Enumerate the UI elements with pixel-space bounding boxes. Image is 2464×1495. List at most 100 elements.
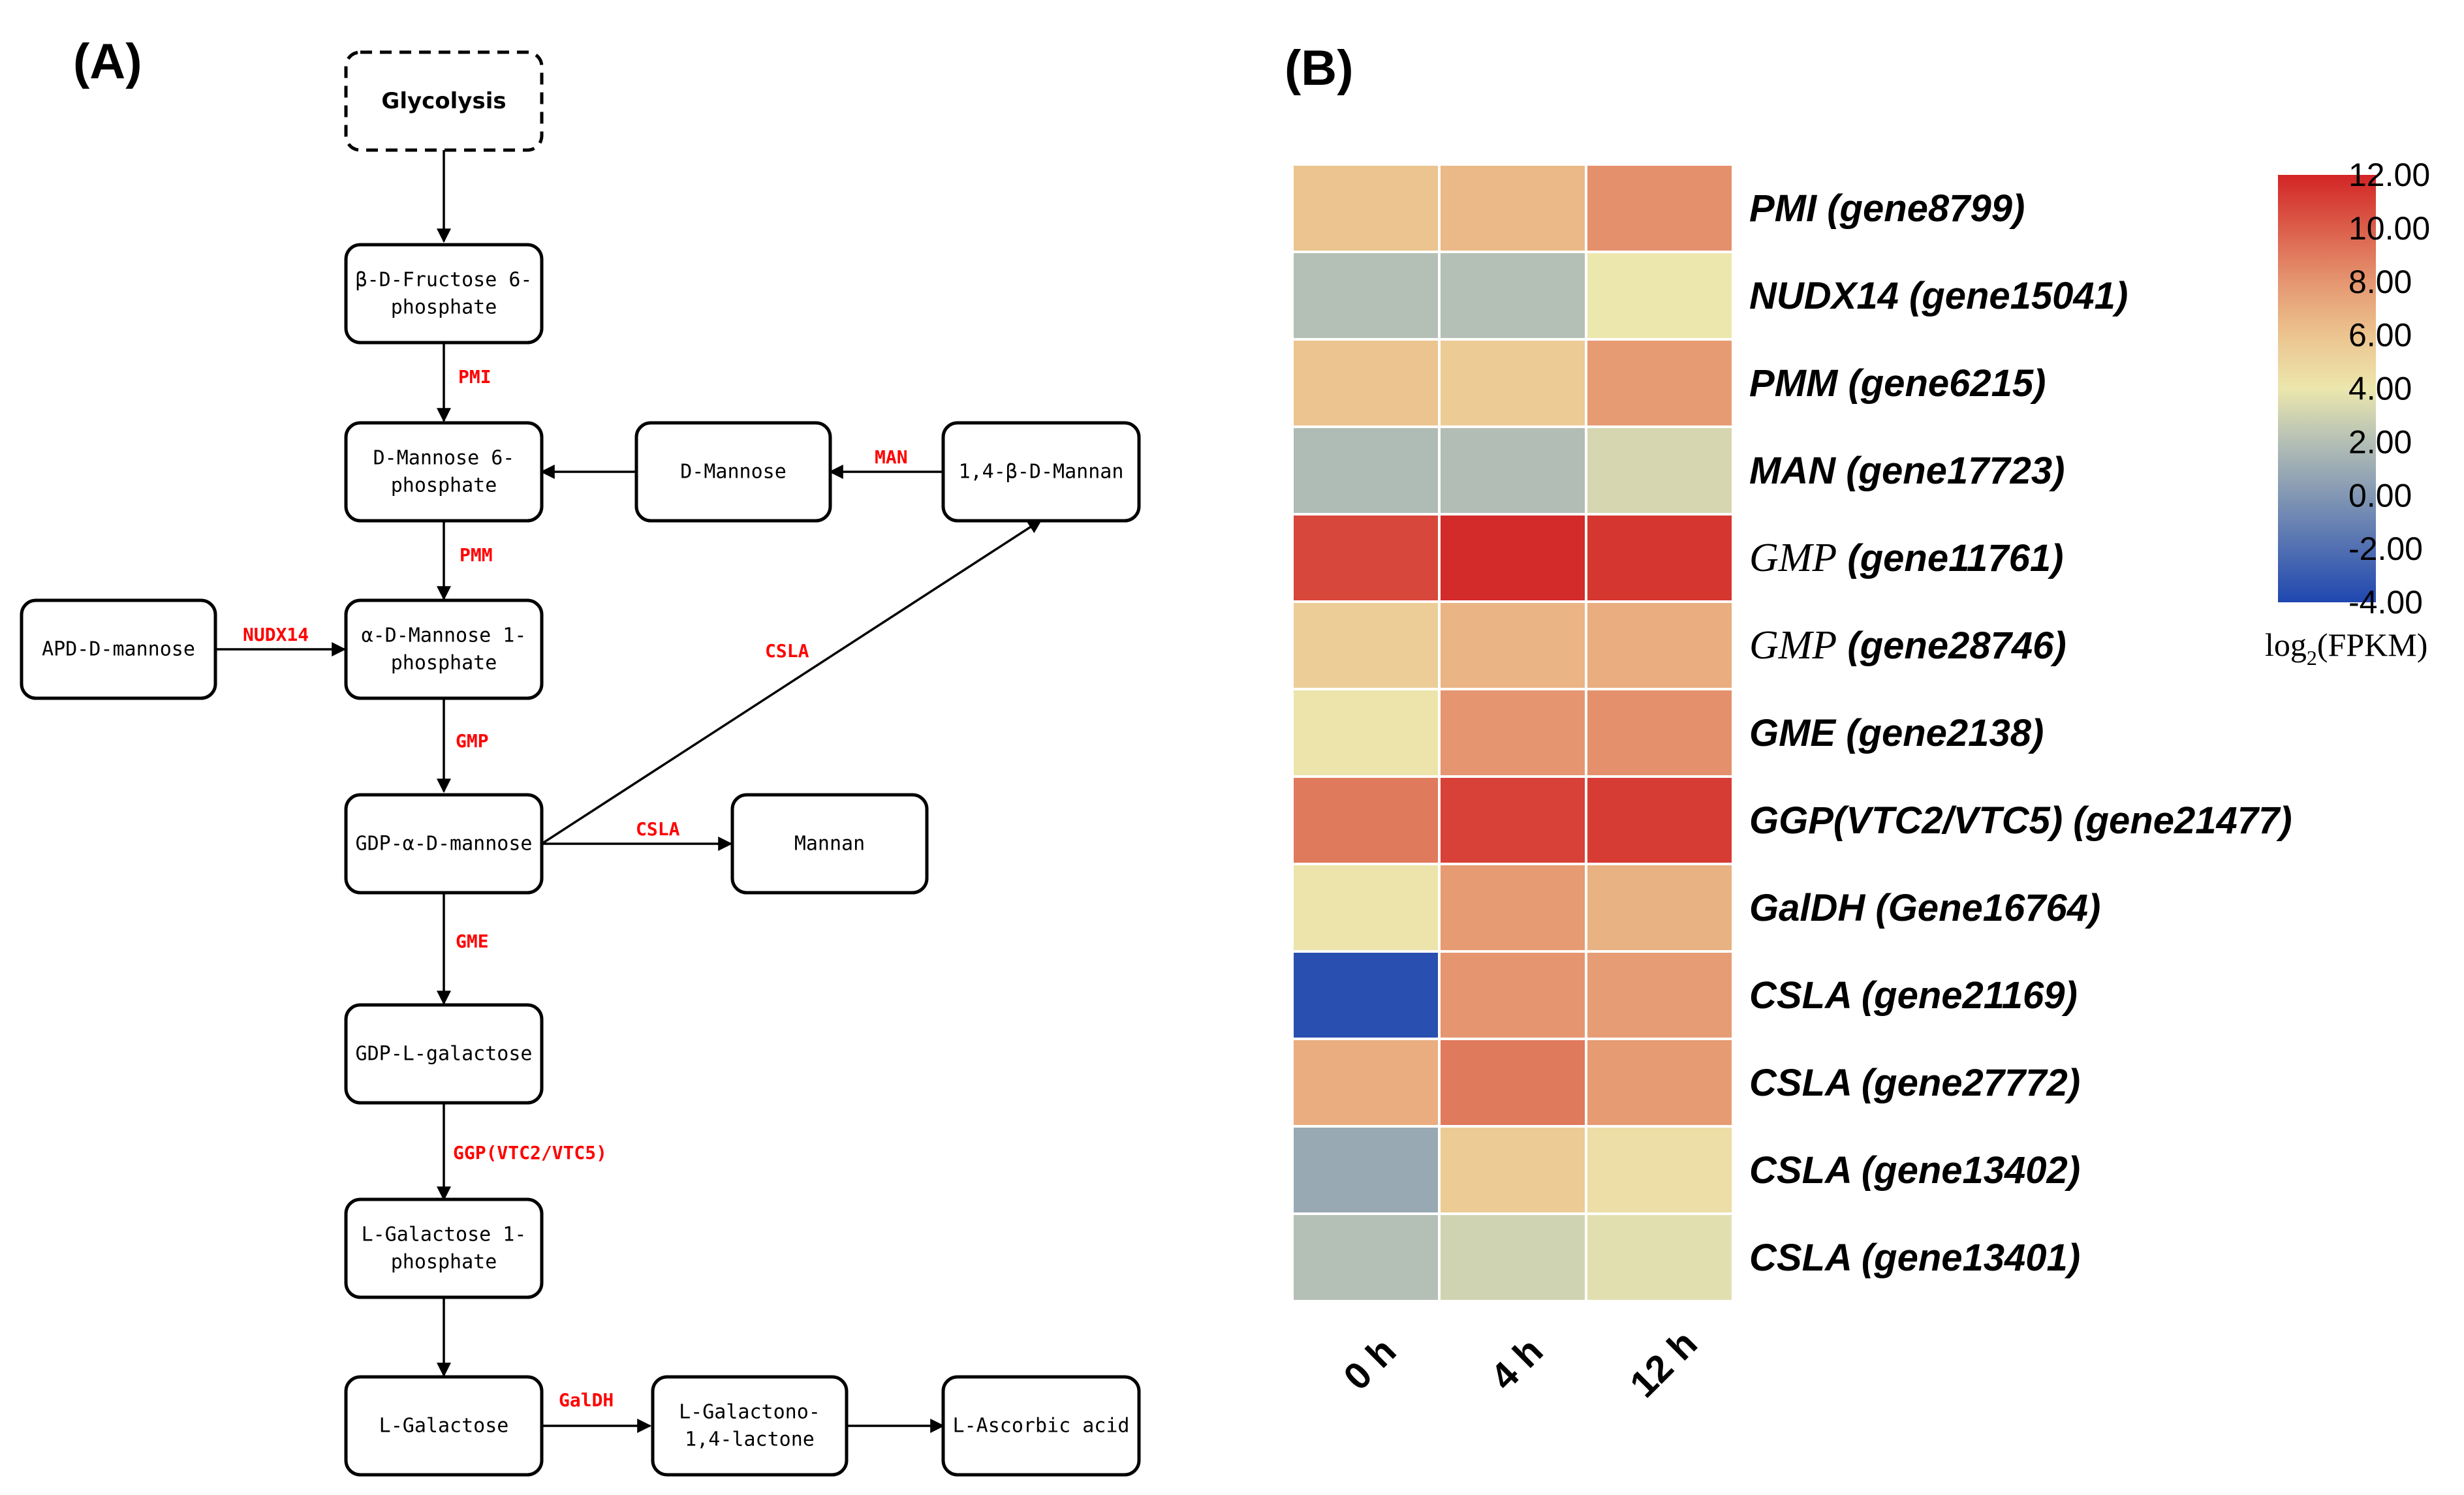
node-label: β-D-Fructose 6-	[356, 269, 533, 292]
node-mannan14: 1,4-β-D-Mannan	[941, 421, 1141, 523]
node-box	[730, 793, 929, 895]
heatmap-column-label: 12 h	[1622, 1322, 1706, 1406]
node-label: Mannan	[794, 833, 865, 855]
heatmap-row-label: MAN (gene17723)	[1749, 450, 2065, 492]
color-legend: 12.00 10.00 8.00 6.00 4.00 2.00 0.00 -2.00 -4.00…	[2265, 157, 2430, 670]
heatmap-cell	[1585, 863, 1734, 953]
heatmap-cell	[1438, 775, 1587, 865]
enzyme-ggp: GGP(VTC2/VTC5)	[453, 1142, 607, 1164]
heatmap-cell	[1291, 425, 1441, 516]
legend-tick-label: -4.00	[2348, 584, 2423, 621]
heatmap-cell	[1438, 1125, 1587, 1215]
node-mannan: Mannan	[730, 793, 929, 895]
node-label: Glycolysis	[381, 88, 506, 114]
node-mannose6p: D-Mannose 6-phosphate	[344, 421, 544, 523]
heatmap-cell	[1585, 163, 1734, 253]
heatmap-cell	[1291, 251, 1441, 341]
heatmap-row-label: PMI (gene8799)	[1749, 187, 2025, 230]
heatmap-row-label: GMP (gene11761)	[1749, 536, 2063, 580]
heatmap-cell	[1291, 600, 1441, 690]
legend-tick-label: 4.00	[2348, 371, 2412, 407]
node-label: L-Galactose	[379, 1415, 509, 1438]
heatmap-cell	[1438, 1212, 1587, 1302]
node-gdpmannose: GDP-α-D-mannose	[344, 793, 544, 895]
heatmap-cell	[1585, 1038, 1734, 1128]
heatmap-cell	[1291, 863, 1441, 953]
heatmap-cell	[1438, 1038, 1587, 1128]
node-box	[20, 598, 217, 700]
heatmap-cell	[1291, 513, 1441, 603]
panel-a-label: (A)	[73, 34, 142, 89]
heatmap-cell	[1585, 688, 1734, 778]
node-label: L-Ascorbic acid	[953, 1415, 1130, 1438]
heatmap-cell	[1585, 251, 1734, 341]
node-label: phosphate	[391, 474, 497, 497]
heatmap-row-label: GMP (gene28746)	[1749, 623, 2066, 668]
node-label: L-Galactono-	[679, 1401, 820, 1424]
legend-tick-label: 10.00	[2348, 210, 2430, 247]
node-box	[344, 243, 544, 345]
heatmap-cell	[1585, 1125, 1734, 1215]
node-box	[344, 1003, 544, 1105]
heatmap-row-label: GGP(VTC2/VTC5) (gene21477)	[1749, 799, 2292, 842]
heatmap-cell	[1438, 251, 1587, 341]
node-box	[634, 421, 832, 523]
legend-tick-label: 6.00	[2348, 317, 2412, 354]
heatmap-cell	[1291, 338, 1441, 428]
heatmap-cell	[1585, 513, 1734, 603]
heatmap-cell	[1438, 688, 1587, 778]
heatmap-column-label: 0 h	[1335, 1330, 1404, 1398]
heatmap-cells	[1291, 163, 1734, 1302]
node-box	[344, 598, 544, 700]
enzyme-nudx14: NUDX14	[243, 624, 309, 645]
heatmap-cell	[1438, 600, 1587, 690]
enzyme-gmp: GMP	[456, 730, 489, 752]
heatmap-cell	[1585, 775, 1734, 865]
heatmap-cell	[1585, 600, 1734, 690]
node-apd: APD-D-mannose	[20, 598, 217, 700]
enzyme-gme: GME	[456, 931, 489, 952]
node-galactose: L-Galactose	[344, 1375, 544, 1477]
node-gdpgal: GDP-L-galactose	[344, 1003, 544, 1105]
heatmap-cell	[1438, 163, 1587, 253]
node-label: 1,4-lactone	[685, 1428, 815, 1451]
heatmap-cell	[1291, 688, 1441, 778]
node-label: GDP-L-galactose	[356, 1043, 533, 1066]
node-label: phosphate	[391, 1251, 497, 1274]
node-label: APD-D-mannose	[42, 638, 195, 661]
heatmap-cell	[1438, 513, 1587, 603]
enzyme-pmi: PMI	[458, 366, 491, 388]
heatmap-cell	[1585, 425, 1734, 516]
heatmap-cell	[1291, 163, 1441, 253]
node-ascorbic: L-Ascorbic acid	[941, 1375, 1141, 1477]
legend-tick-label: 12.00	[2348, 157, 2430, 193]
node-box	[344, 1375, 544, 1477]
legend-tick-label: 8.00	[2348, 264, 2412, 300]
node-box	[344, 1197, 544, 1299]
legend-tick-label: 0.00	[2348, 477, 2412, 514]
heatmap-cell	[1585, 338, 1734, 428]
node-box	[344, 421, 544, 523]
heatmap-row-label: GME (gene2138)	[1749, 712, 2044, 754]
node-galactono: L-Galactono- 1,4-lactone	[651, 1375, 849, 1477]
legend-tick-label: 2.00	[2348, 424, 2412, 460]
heatmap-cell	[1585, 1212, 1734, 1302]
heatmap-cell	[1438, 338, 1587, 428]
legend-tick-label: -2.00	[2348, 531, 2423, 567]
node-galactose1p: L-Galactose 1-phosphate	[344, 1197, 544, 1299]
pathway-edges	[215, 150, 1042, 1433]
heatmap-row-label: CSLA (gene21169)	[1749, 974, 2078, 1017]
heatmap-cell	[1438, 863, 1587, 953]
node-label: 1,4-β-D-Mannan	[959, 461, 1124, 484]
heatmap-row-label: PMM (gene6215)	[1749, 362, 2046, 405]
enzyme-pmm: PMM	[460, 544, 493, 566]
node-fructose6p: β-D-Fructose 6- phosphate	[344, 243, 544, 345]
node-box	[344, 50, 544, 152]
node-dmannose: D-Mannose	[634, 421, 832, 523]
heatmap-cell	[1291, 1038, 1441, 1128]
node-label: phosphate	[391, 296, 497, 319]
node-mannose1p: α-D-Mannose 1-phosphate	[344, 598, 544, 700]
